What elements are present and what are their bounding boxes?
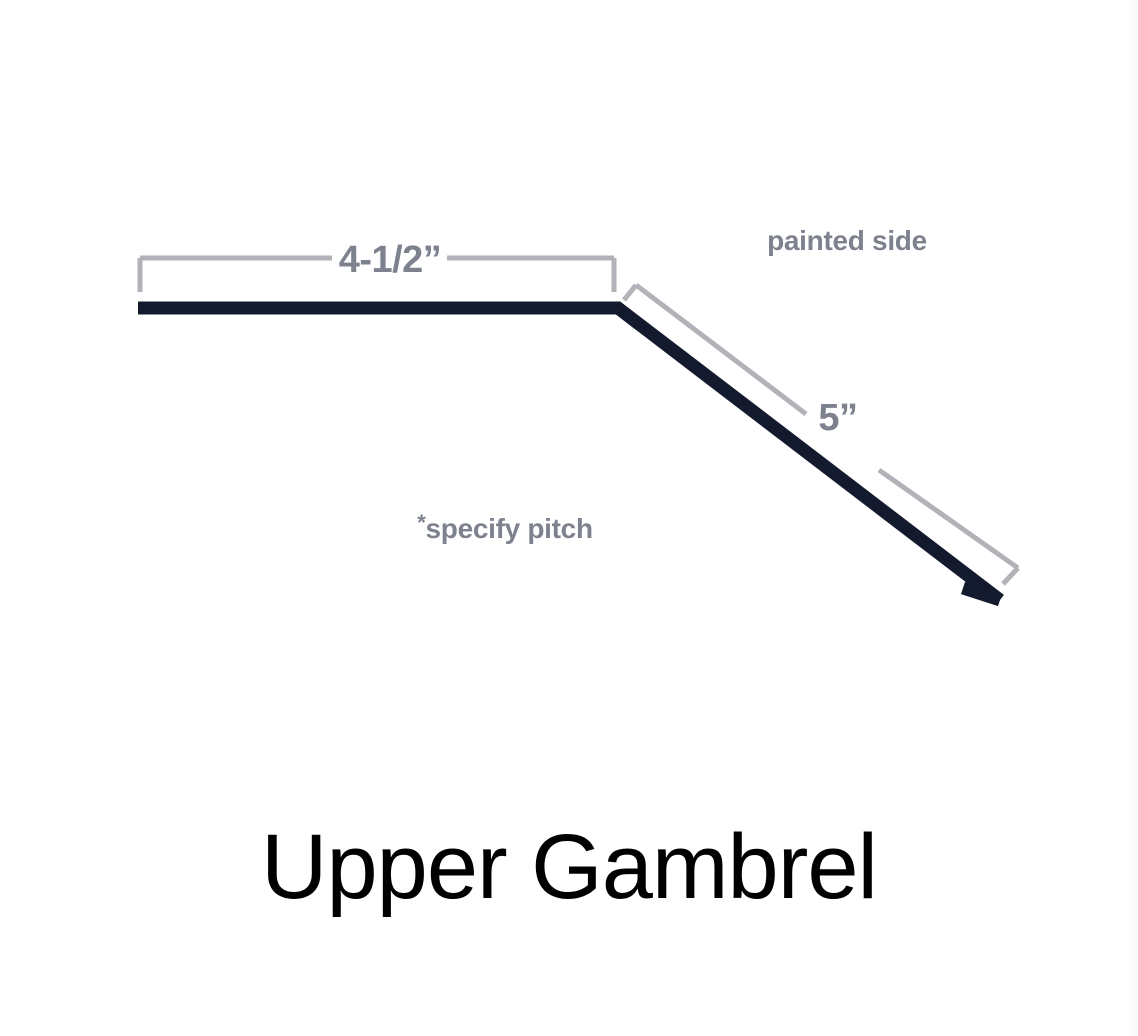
- specify-pitch-label: specify pitch: [426, 513, 593, 544]
- flange-dimension-group: 4-1/2”: [137, 239, 617, 292]
- slope-dimension-line-lower: [877, 467, 1020, 571]
- page-title: Upper Gambrel: [261, 816, 878, 918]
- metal-profile-group: [138, 301, 1004, 607]
- metal-profile-hem: [960, 581, 1003, 607]
- specify-pitch-note: *specify pitch: [417, 510, 593, 544]
- flange-dimension-label: 4-1/2”: [339, 239, 442, 281]
- slope-dimension-start-tick: [622, 283, 638, 302]
- profile-diagram: 4-1/2” 5” painted side *specify pitch: [137, 225, 1020, 607]
- specify-pitch-asterisk: *: [417, 510, 426, 535]
- metal-profile-path: [138, 301, 1004, 606]
- slope-dimension-end-tick: [1001, 566, 1020, 586]
- slope-dimension-label: 5”: [818, 397, 857, 439]
- slope-dimension-line-upper: [634, 283, 808, 416]
- title-block: Upper Gambrel: [0, 816, 1138, 918]
- painted-side-note: painted side: [767, 225, 927, 256]
- profile-diagram-svg: 4-1/2” 5” painted side *specify pitch: [137, 225, 1020, 607]
- slope-dimension-group: 5”: [622, 283, 1020, 586]
